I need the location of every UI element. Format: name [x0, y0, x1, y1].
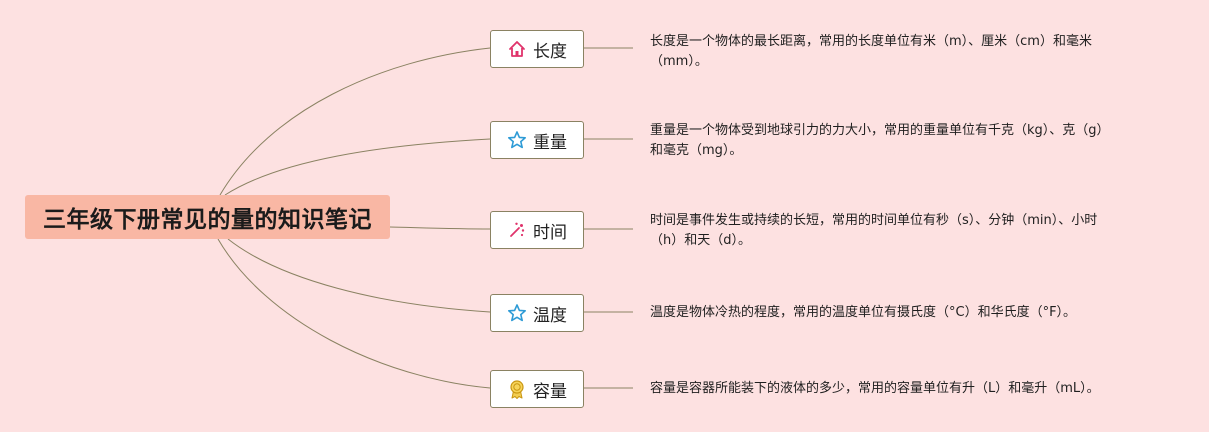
topic-length[interactable]: 长度	[490, 30, 584, 68]
branch-line-length	[219, 47, 491, 196]
star-icon	[507, 303, 527, 323]
medal-icon	[507, 379, 527, 399]
root-title: 三年级下册常见的量的知识笔记	[43, 207, 372, 233]
desc-capacity-line1: 容量是容器所能装下的液体的多少，常用的容量单位有升（L）和毫升（mL）。	[650, 381, 1100, 396]
star-icon	[507, 130, 527, 150]
topic-label-weight: 重量	[533, 132, 567, 153]
topic-label-temperature: 温度	[533, 305, 567, 326]
desc-time-line2: （h）和天（d）。	[650, 233, 751, 248]
branch-line-capacity	[217, 238, 491, 389]
desc-weight: 重量是一个物体受到地球引力的力大小，常用的重量单位有千克（kg）、克（g） 和毫…	[650, 121, 1150, 161]
root-topic[interactable]: 三年级下册常见的量的知识笔记	[25, 195, 390, 239]
sparkle-icon	[507, 220, 527, 240]
desc-weight-line1: 重量是一个物体受到地球引力的力大小，常用的重量单位有千克（kg）、克（g）	[650, 123, 1110, 138]
topic-time[interactable]: 时间	[490, 211, 584, 249]
desc-length-line2: （mm）。	[650, 54, 708, 69]
topic-label-time: 时间	[533, 222, 567, 243]
desc-weight-line2: 和毫克（mg）。	[650, 143, 743, 158]
branch-line-weight	[224, 138, 491, 196]
house-icon	[507, 39, 527, 59]
desc-length: 长度是一个物体的最长距离，常用的长度单位有米（m）、厘米（cm）和毫米 （mm）…	[650, 32, 1150, 72]
desc-time: 时间是事件发生或持续的长短，常用的时间单位有秒（s）、分钟（min）、小时 （h…	[650, 211, 1150, 251]
topic-label-length: 长度	[533, 41, 567, 62]
topic-weight[interactable]: 重量	[490, 121, 584, 159]
topic-capacity[interactable]: 容量	[490, 370, 584, 408]
topic-temperature[interactable]: 温度	[490, 294, 584, 332]
desc-capacity: 容量是容器所能装下的液体的多少，常用的容量单位有升（L）和毫升（mL）。	[650, 379, 1150, 399]
branch-line-time	[389, 226, 491, 230]
desc-temperature: 温度是物体冷热的程度，常用的温度单位有摄氏度（°C）和华氏度（°F）。	[650, 303, 1150, 323]
branch-line-temperature	[227, 238, 491, 313]
topic-label-capacity: 容量	[533, 381, 567, 402]
desc-length-line1: 长度是一个物体的最长距离，常用的长度单位有米（m）、厘米（cm）和毫米	[650, 34, 1092, 49]
desc-temperature-line1: 温度是物体冷热的程度，常用的温度单位有摄氏度（°C）和华氏度（°F）。	[650, 305, 1077, 320]
desc-time-line1: 时间是事件发生或持续的长短，常用的时间单位有秒（s）、分钟（min）、小时	[650, 213, 1098, 228]
